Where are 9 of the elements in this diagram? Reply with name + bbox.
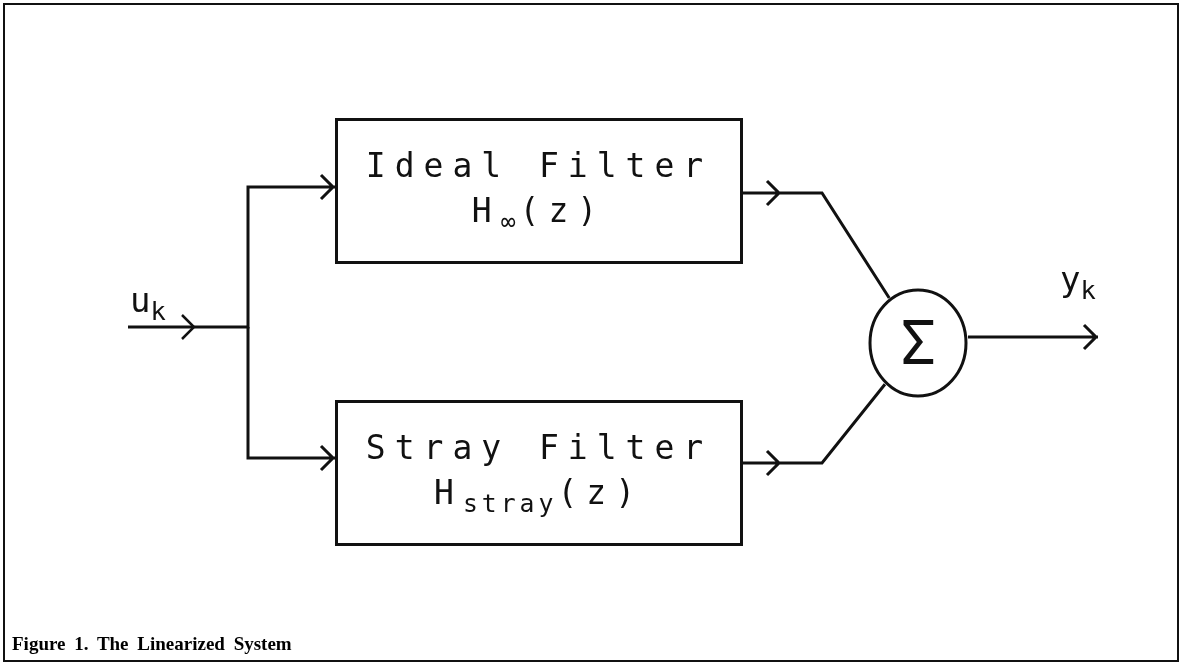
summing-junction (868, 288, 968, 398)
filter-block (335, 400, 743, 546)
figure-caption: Figure 1. The Linearized System (12, 633, 292, 655)
transfer-function: H$_{∞}$(z) (471, 189, 607, 238)
sigma-symbol: Σ (899, 306, 937, 380)
block-title: Stray Filter (365, 427, 713, 470)
filter-block (335, 118, 743, 264)
block-title: Ideal Filter (365, 145, 713, 188)
transfer-function: H$_{stray}$(z) (434, 471, 644, 520)
